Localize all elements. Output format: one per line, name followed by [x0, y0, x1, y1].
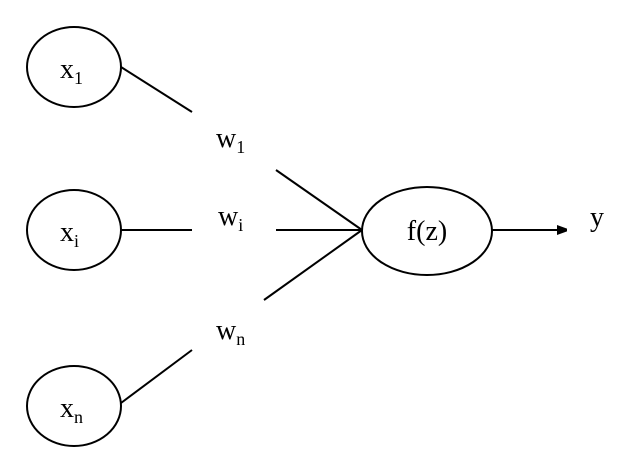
input-label-x1: x1 [60, 54, 83, 88]
edge-xn-wn [120, 349, 193, 404]
weight-label-wi: wi [218, 201, 243, 235]
input-label-xn: xn [60, 393, 83, 427]
edge-wn-neuron [263, 229, 363, 301]
edge-x1-w1 [120, 66, 193, 113]
input-label-xi: xi [60, 217, 79, 251]
edge-w1-neuron [275, 169, 363, 231]
weight-label-w1: w1 [216, 123, 245, 157]
neuron-label: f(z) [407, 216, 447, 247]
input-node-xi [26, 189, 122, 271]
weight-label-wn: wn [216, 315, 245, 349]
output-label: y [590, 202, 604, 233]
input-node-x1 [26, 26, 122, 108]
input-node-xn [26, 365, 122, 447]
